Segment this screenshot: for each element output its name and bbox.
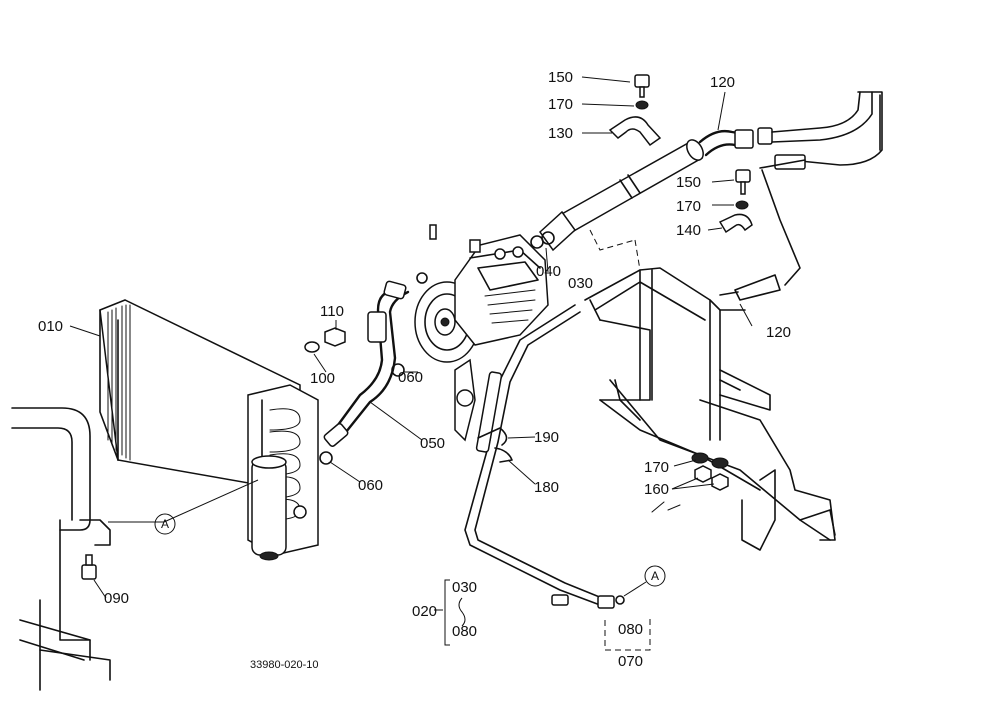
callout-060-lower: 060 (358, 477, 383, 494)
callout-150-upper: 150 (548, 69, 573, 86)
reference-mark-a-right: A (644, 565, 666, 587)
hardware (81, 74, 753, 580)
callout-070: 070 (618, 653, 643, 670)
callout-020: 020 (412, 603, 437, 620)
reference-mark-a-left: A (154, 513, 176, 535)
callout-140: 140 (676, 222, 701, 239)
callout-120-upper: 120 (710, 74, 735, 91)
suction-pipe (530, 91, 883, 301)
liquid-line (464, 229, 651, 651)
callout-100: 100 (310, 370, 335, 387)
callout-030: 030 (568, 275, 593, 292)
svg-text:A: A (161, 517, 169, 531)
callout-110: 110 (320, 303, 344, 320)
leader-lines (69, 76, 753, 646)
condenser (99, 299, 319, 561)
callout-170-upper: 170 (548, 96, 573, 113)
callout-080-group: 080 (452, 623, 477, 640)
callout-090: 090 (104, 590, 129, 607)
callout-170-right: 170 (676, 198, 701, 215)
support-frame (584, 267, 836, 551)
callout-150-right: 150 (676, 174, 701, 191)
hose-050 (323, 280, 410, 447)
callout-050: 050 (420, 435, 445, 452)
frame-tube-left (11, 407, 111, 691)
callout-060-upper: 060 (398, 369, 423, 386)
callout-120-lower: 120 (766, 324, 791, 341)
callout-130: 130 (548, 125, 573, 142)
callout-080: 080 (618, 621, 643, 638)
compressor (414, 224, 549, 442)
callout-170-lower: 170 (644, 459, 669, 476)
svg-text:A: A (651, 569, 659, 583)
callout-labels: 010 020 030 030 040 050 060 060 070 080 … (38, 69, 791, 670)
callout-010: 010 (38, 318, 63, 335)
callout-190: 190 (534, 429, 559, 446)
callout-160: 160 (644, 481, 669, 498)
callout-030-group: 030 (452, 579, 477, 596)
callout-180: 180 (534, 479, 559, 496)
drawing-number: 33980-020-10 (250, 659, 319, 671)
callout-040: 040 (536, 263, 561, 280)
